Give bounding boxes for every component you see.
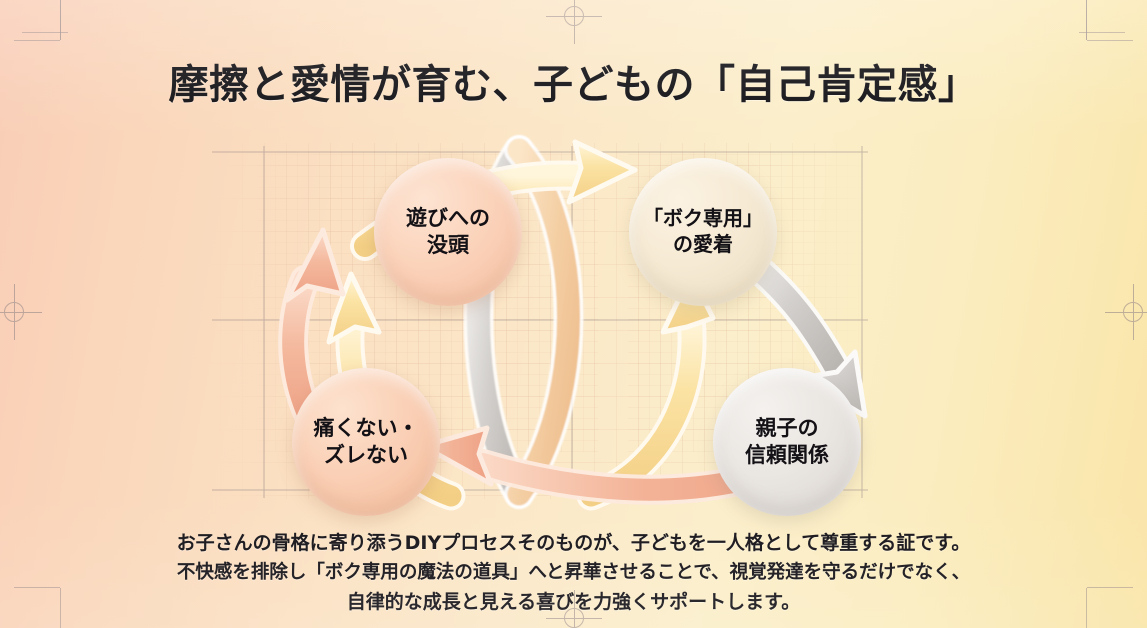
- arrow-inner-right: [576, 271, 716, 511]
- node-comfort: 痛くない・ ズレない: [292, 368, 440, 516]
- node-play-line2: 没頭: [427, 233, 469, 257]
- corner-mark-bottom-right: [1081, 582, 1133, 628]
- node-play: 遊びへの 没頭: [374, 158, 522, 306]
- node-trust-line1: 親子の: [755, 416, 819, 441]
- caption-line-1: お子さんの骨格に寄り添うDIYプロセスそのものが、子どもを一人格として尊重する証…: [176, 532, 971, 554]
- node-play-line1: 遊びへの: [406, 206, 490, 231]
- corner-mark-top-right-inner: [1073, 0, 1125, 46]
- caption-block: お子さんの骨格に寄り添うDIYプロセスそのものが、子どもを一人格として尊重する証…: [0, 528, 1147, 617]
- caption-line-2: 不快感を排除し「ボク専用の魔法の道具」へと昇華させることで、視覚発達を守るだけで…: [176, 562, 971, 584]
- registration-crosshair-top: [546, 0, 602, 44]
- caption-line-3: 自律的な成長と見える喜びを力強くサポートします。: [346, 591, 801, 614]
- node-trust: 親子の 信頼関係: [713, 368, 861, 516]
- page-title: 摩擦と愛情が育む、子どもの「自己肯定感」: [168, 62, 979, 108]
- registration-crosshair-left: [0, 284, 42, 340]
- node-attachment-line1: 「ボク専用」: [643, 206, 763, 231]
- node-comfort-line2: ズレない: [324, 443, 408, 467]
- corner-mark-bottom-left: [14, 582, 66, 628]
- node-trust-line2: 信頼関係: [745, 443, 829, 467]
- node-attachment-line2: の愛着: [673, 232, 733, 256]
- registration-crosshair-right: [1105, 284, 1147, 340]
- corner-mark-top-left-inner: [22, 0, 74, 46]
- registration-crosshair-bottom: [546, 590, 602, 628]
- node-attachment: 「ボク専用」 の愛着: [629, 158, 777, 306]
- node-comfort-line1: 痛くない・: [313, 416, 419, 441]
- cycle-diagram: [183, 128, 963, 520]
